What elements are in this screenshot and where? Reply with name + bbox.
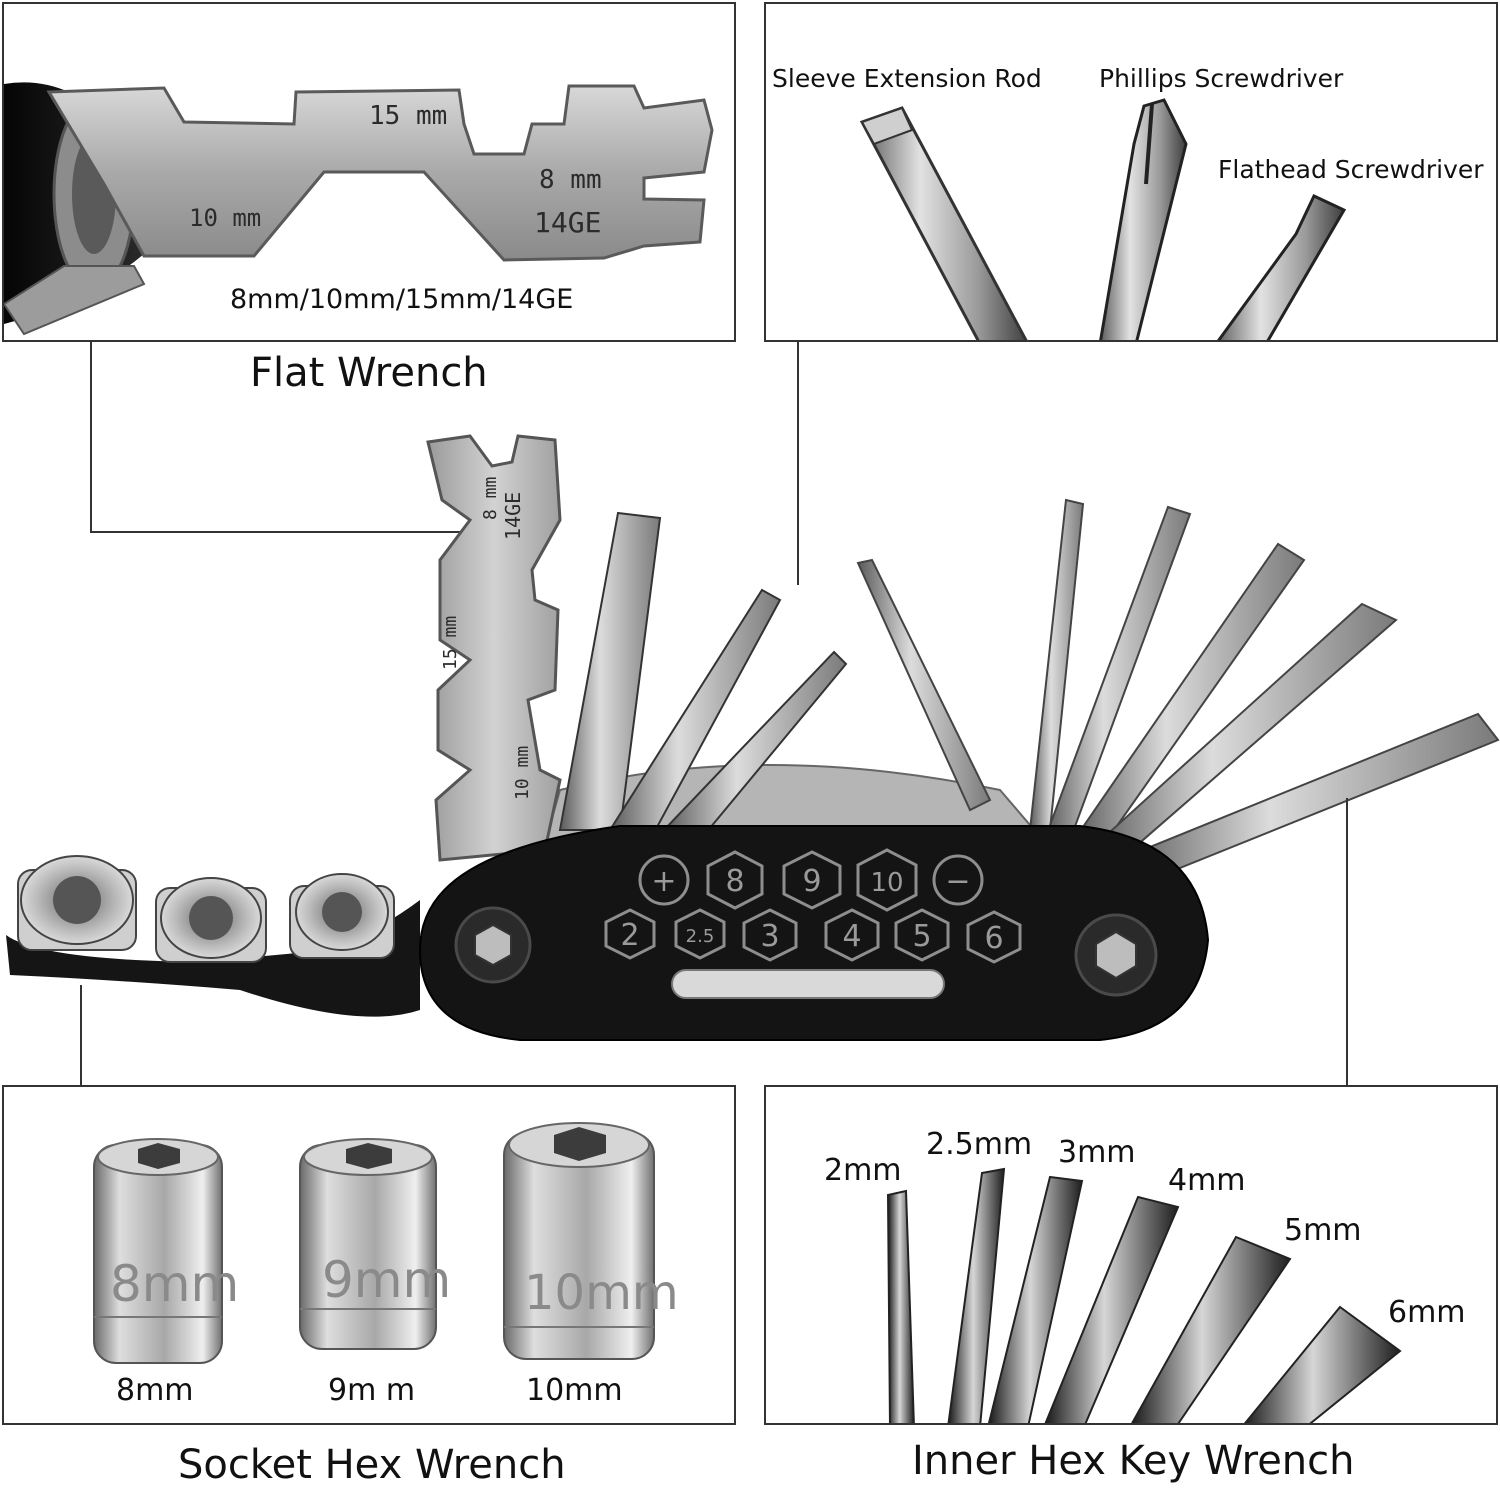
badge-10: 10 <box>870 868 903 898</box>
hex-key-2-5mm-label: 2.5mm <box>926 1127 1033 1162</box>
hex-key-5mm-label: 5mm <box>1284 1213 1362 1248</box>
socket-mini <box>17 855 395 963</box>
hex-keys-illustration <box>886 1167 1402 1423</box>
flat-wrench-sizes-label: 8mm/10mm/15mm/14GE <box>230 284 574 315</box>
arm-engraving-15mm: 15 mm <box>440 616 461 670</box>
engraving-8mm: 8 mm <box>539 165 602 195</box>
badge-8: 8 <box>725 864 744 899</box>
badge-9: 9 <box>802 864 821 899</box>
flat-wrench-panel: 15 mm 8 mm 14GE 10 mm 8mm/10mm/15mm/14GE <box>2 2 736 342</box>
badge-6: 6 <box>984 921 1003 956</box>
badge-3: 3 <box>760 919 779 954</box>
socket-label-9mm: 9m m <box>328 1373 416 1408</box>
hex-key-3mm-label: 3mm <box>1058 1135 1136 1170</box>
engraving-15mm: 15 mm <box>369 101 447 131</box>
badge-minus: − <box>945 864 970 899</box>
badge-4: 4 <box>842 919 861 954</box>
connector-line <box>1346 798 1348 1086</box>
flathead-screwdriver-label: Flathead Screwdriver <box>1218 155 1484 184</box>
socket-panel: 8mm 9mm 10mm 8mm 9m m 10mm <box>2 1085 736 1425</box>
sleeve-extension-rod-label: Sleeve Extension Rod <box>772 64 1042 93</box>
hex-key-6mm-label: 6mm <box>1388 1295 1466 1330</box>
screwdriver-panel: Sleeve Extension Rod Phillips Screwdrive… <box>764 2 1498 342</box>
hex-key-2mm-label: 2mm <box>824 1153 902 1188</box>
sockets-illustration: 8mm 9mm 10mm <box>93 1122 679 1364</box>
badge-plus: + <box>651 864 676 899</box>
screwdriver-bits-illustration <box>859 98 1347 340</box>
connector-line <box>90 342 92 532</box>
badge-2-5: 2.5 <box>686 926 715 947</box>
wrench-arm-engravings: 8 mm 14GE 15 mm 10 mm <box>440 477 533 800</box>
connector-line <box>90 531 490 533</box>
socket-label-10mm: 10mm <box>526 1373 623 1408</box>
engraving-10mm: 10 mm <box>189 204 261 232</box>
connector-line <box>80 985 82 1085</box>
socket-engraving-8mm: 8mm <box>110 1255 239 1313</box>
hex-key-panel: 2mm 2.5mm 3mm 4mm 5mm 6mm <box>764 1085 1498 1425</box>
arm-engraving-14ge: 14GE <box>501 492 525 540</box>
socket-hex-wrench-title: Socket Hex Wrench <box>178 1442 566 1488</box>
socket-label-8mm: 8mm <box>116 1373 194 1408</box>
flat-wrench-closeup-illustration: 15 mm 8 mm 14GE 10 mm <box>4 82 714 336</box>
badge-2: 2 <box>620 918 639 953</box>
socket-engraving-9mm: 9mm <box>322 1251 451 1309</box>
phillips-screwdriver-label: Phillips Screwdriver <box>1099 64 1344 93</box>
arm-engraving-10mm: 10 mm <box>512 746 533 800</box>
hex-key-4mm-label: 4mm <box>1168 1163 1246 1198</box>
connector-line <box>797 342 799 585</box>
socket-engraving-10mm: 10mm <box>524 1265 679 1321</box>
inner-hex-key-wrench-title: Inner Hex Key Wrench <box>912 1438 1355 1484</box>
flat-wrench-title: Flat Wrench <box>250 350 488 396</box>
badge-5: 5 <box>912 919 931 954</box>
arm-engraving-8mm: 8 mm <box>480 477 501 520</box>
engraving-14ge: 14GE <box>534 206 601 239</box>
